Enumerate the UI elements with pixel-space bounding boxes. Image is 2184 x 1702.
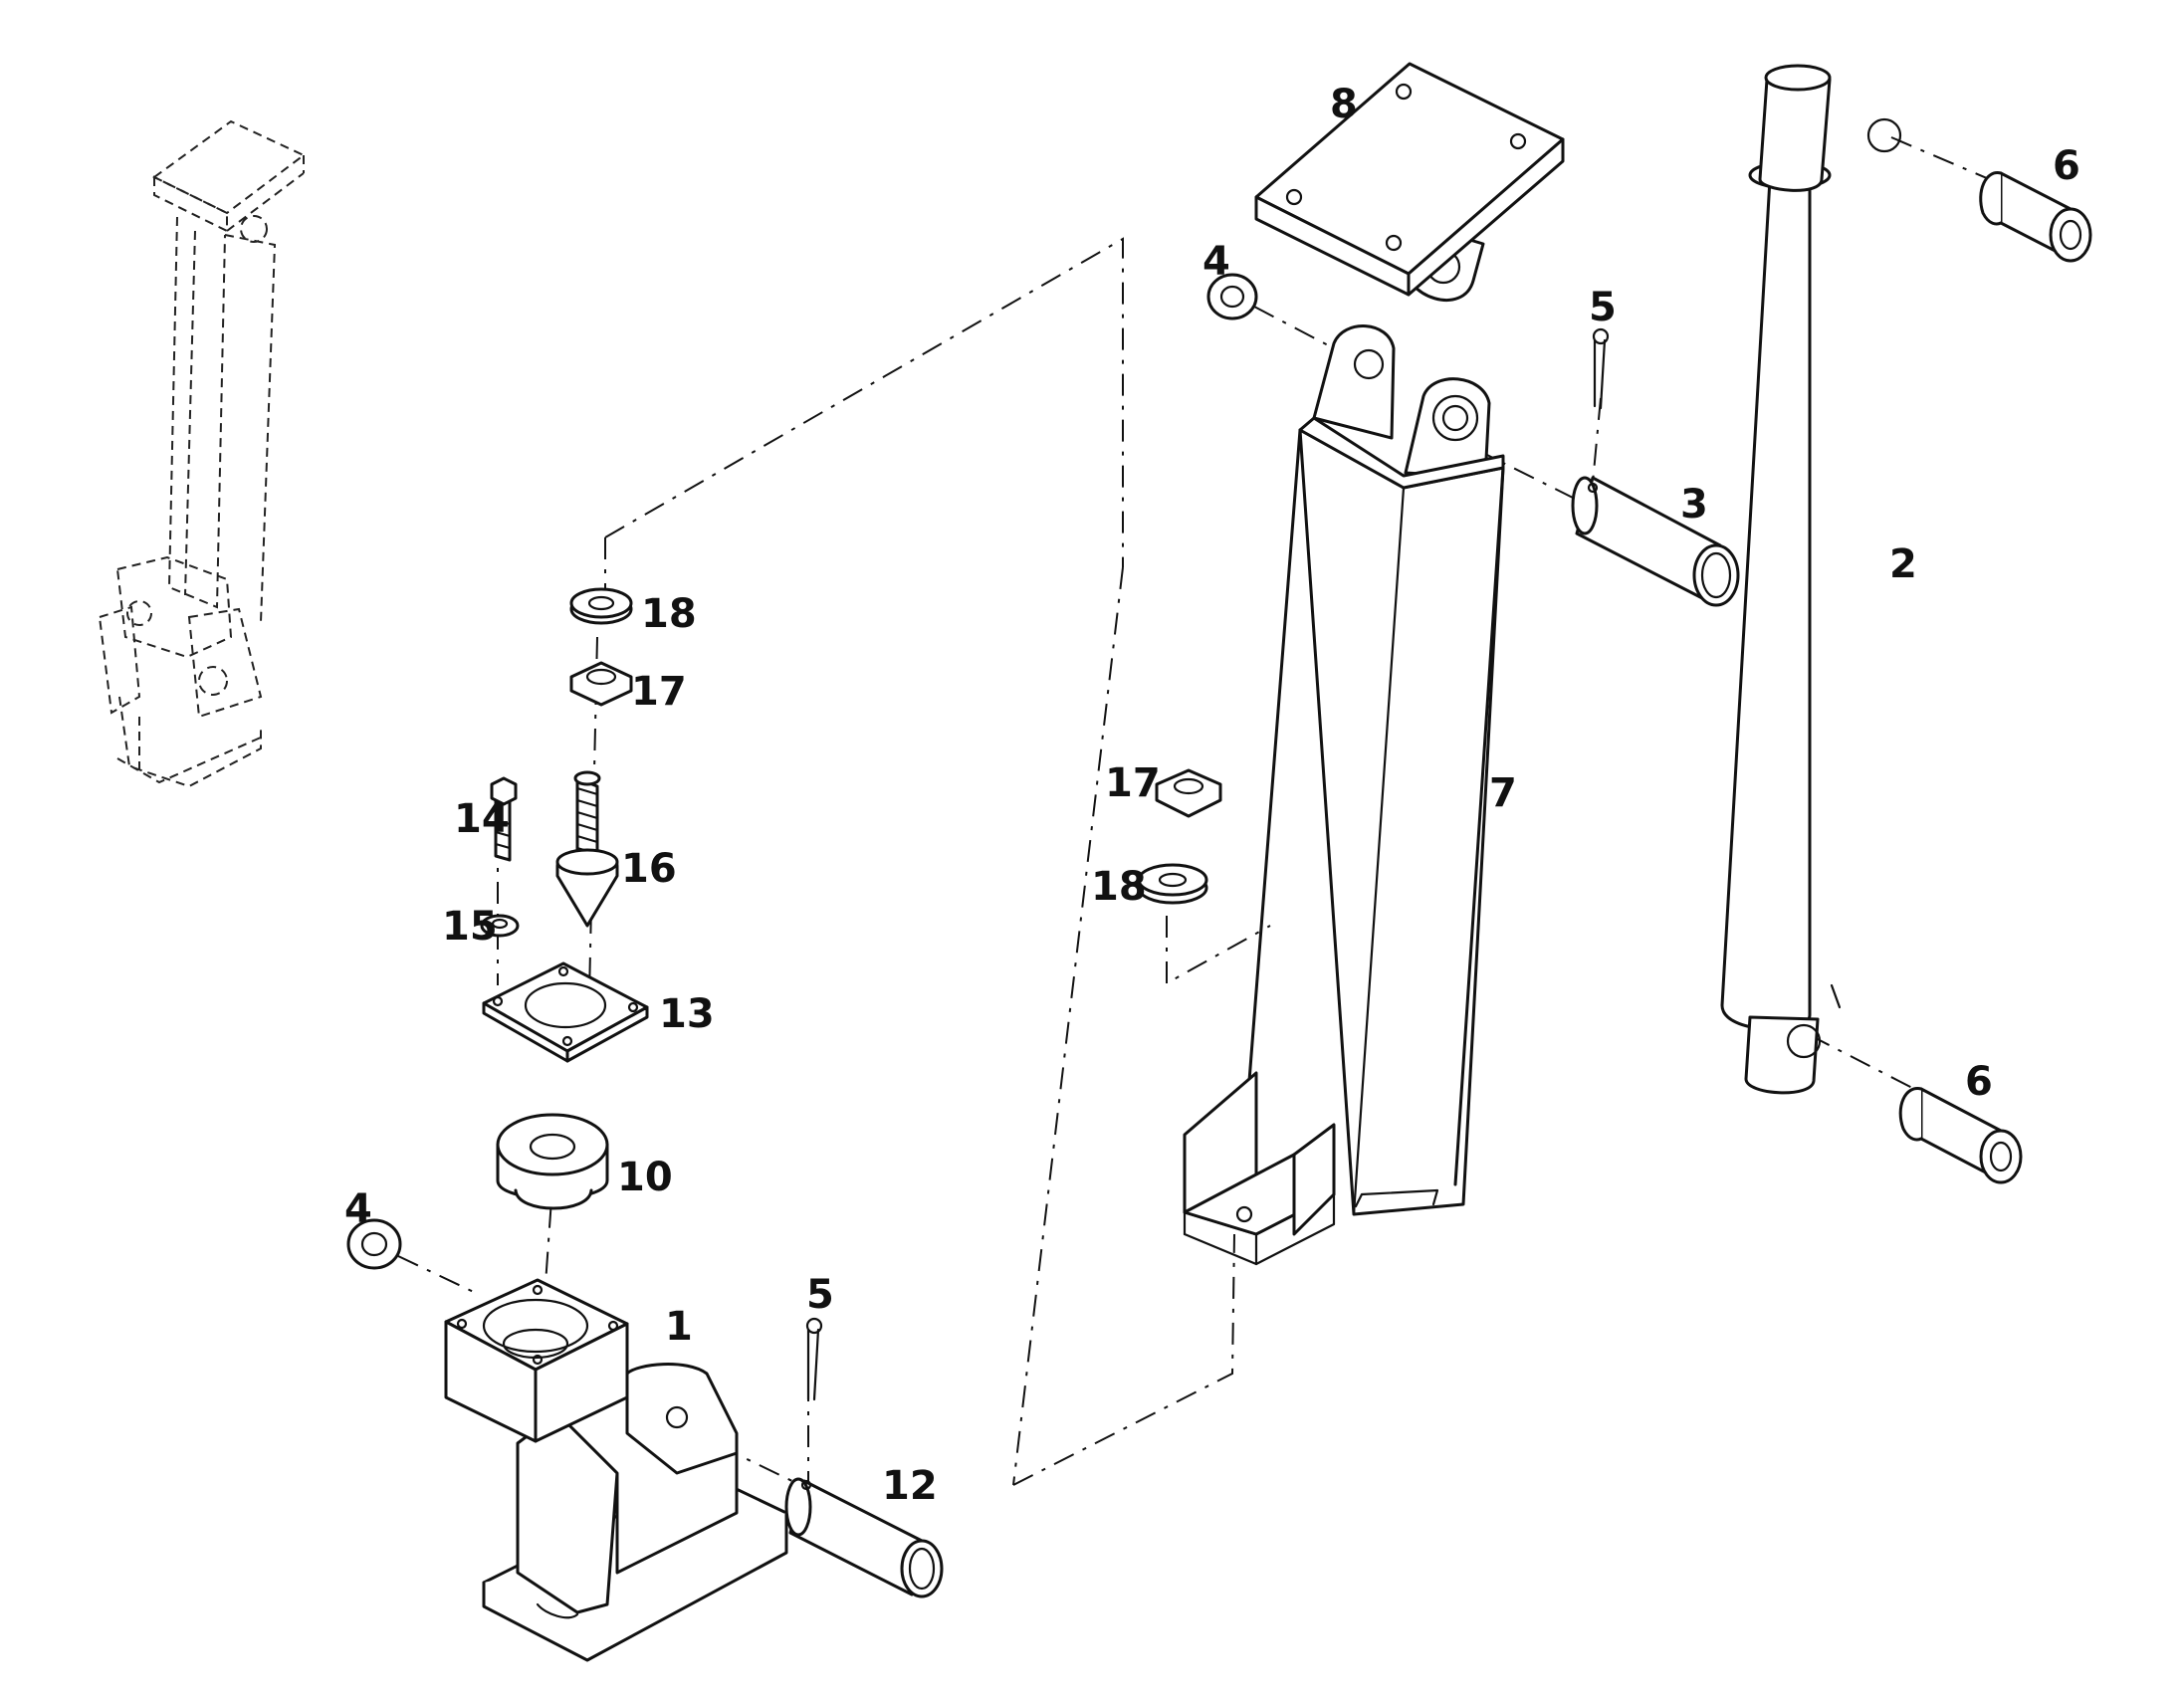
part-14-bolt (490, 776, 518, 862)
callout-3: 3 (1680, 482, 1708, 528)
callout-labels: 1 2 3 4 4 5 5 6 6 7 8 10 12 13 14 15 16 … (344, 82, 2080, 1509)
part-3-pin (1571, 476, 1740, 607)
callout-17-left: 17 (631, 669, 687, 715)
part-4-washer-top (1206, 273, 1258, 320)
part-5-cotter-pin-top (1592, 327, 1610, 410)
part-18-washer-right (1137, 863, 1208, 905)
part-2-hydraulic-cylinder (1720, 64, 1902, 1095)
callout-14: 14 (454, 796, 510, 842)
part-13-flange-plate (482, 961, 649, 1063)
callout-13: 13 (659, 991, 715, 1037)
callout-18-left: 18 (641, 591, 697, 637)
callout-18-right: 18 (1091, 864, 1147, 910)
assembly-overview-ghost (98, 119, 306, 788)
part-15-washer (480, 914, 520, 938)
part-10-rubber-mount (496, 1113, 609, 1210)
part-1-base (444, 1278, 788, 1662)
callout-6-bottom: 6 (1965, 1059, 1993, 1105)
callout-12: 12 (882, 1463, 938, 1509)
callout-17-right: 17 (1105, 760, 1161, 806)
part-4-washer-bottom (346, 1218, 402, 1270)
callout-6-top: 6 (2053, 143, 2080, 189)
part-6-sleeve-top (1979, 171, 2092, 263)
part-17-nut-right (1155, 768, 1222, 818)
part-6-sleeve-bottom (1898, 1087, 2023, 1184)
part-5-cotter-pin-bottom (805, 1317, 823, 1401)
callout-10: 10 (617, 1155, 673, 1200)
callout-8: 8 (1330, 82, 1358, 127)
callout-5-bottom: 5 (806, 1272, 834, 1318)
part-17-nut-left (569, 661, 633, 707)
callout-4-bottom: 4 (344, 1186, 372, 1232)
part-16-cone-bolt (555, 770, 619, 928)
callout-5-top: 5 (1589, 285, 1617, 330)
callout-2: 2 (1889, 541, 1917, 587)
callout-15: 15 (442, 904, 498, 950)
part-12-pin (784, 1477, 944, 1598)
part-7-main-column (1183, 324, 1505, 1266)
callout-7: 7 (1489, 770, 1517, 816)
callout-1: 1 (665, 1304, 693, 1350)
part-18-washer-left (569, 587, 633, 625)
part-8-top-plate (1254, 62, 1565, 302)
callout-4-top: 4 (1202, 239, 1230, 285)
callout-16: 16 (621, 846, 677, 892)
